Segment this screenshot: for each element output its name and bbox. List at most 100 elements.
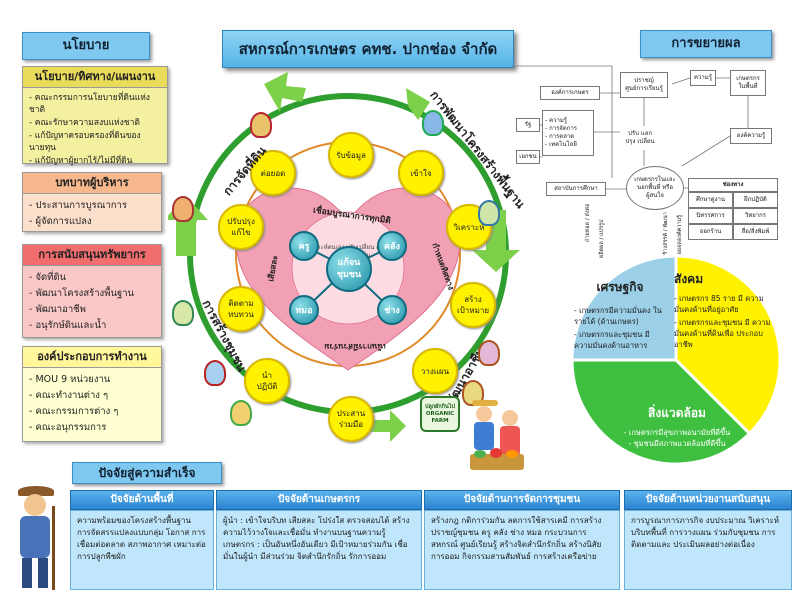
society-item: - เกษตรกร 85 ราย มี ความมั่นคงด้านที่อยู… — [674, 294, 764, 314]
expansion-center: เกษตรกรในและ นอกพื้นที่ หรือ ผู้สนใจ — [626, 166, 684, 210]
economy-title: เศรษฐกิจ — [596, 280, 644, 294]
spoke-teacher: ครู — [289, 231, 319, 261]
policy-direction-box: นโยบาย/ทิศทาง/แผนงาน - คณะกรรมการนโยบายท… — [22, 66, 168, 166]
step-monitor: ติดตาม ทบทวน — [218, 286, 264, 332]
list-item: - MOU 9 หน่วยงาน — [29, 374, 111, 385]
list-item: - คณะอนุกรรมการ — [29, 422, 107, 433]
channel-item: ออกร้าน — [688, 224, 733, 240]
cell-private: เอกชน — [516, 150, 540, 164]
policy-direction-title: นโยบาย/ทิศทาง/แผนงาน — [23, 67, 167, 88]
cell-gov: รัฐ — [516, 118, 540, 132]
work-components-list: - MOU 9 หน่วยงาน - คณะทำงานต่าง ๆ - คณะก… — [23, 368, 161, 439]
agency-emblem-icon — [478, 200, 500, 226]
factor-card-area: ปัจจัยด้านพื้นที่ ความพร้อมของโครงสร้างพ… — [70, 490, 214, 590]
heart-bottom-label: เน้นการมีส่วนร่วม — [324, 342, 386, 351]
ring-arrow-top-right-icon — [406, 88, 430, 120]
spoke-technician: ช่าง — [377, 295, 407, 325]
ring-arrow-top-left-icon — [264, 72, 306, 112]
society-segment: สังคม - เกษตรกร 85 ราย มี ความมั่นคงด้าน… — [674, 268, 780, 388]
cell-adjust: ปรับ แลก ปรุง เปลี่ยน — [625, 130, 655, 145]
policy-direction-list: - คณะกรรมการนโยบายที่ดินแห่งชาติ - คณะรั… — [23, 88, 167, 171]
step-understand: เข้าใจ — [398, 150, 444, 196]
environment-item: - เกษตรกรมีสุขภาพอนามัยที่ดีขึ้น — [623, 428, 731, 437]
society-title: สังคม — [674, 272, 704, 286]
cell-knowledge-list: - ความรู้ - การจัดการ - การตลาด - เทคโนโ… — [542, 110, 594, 156]
factor-body: ความพร้อมของโครงสร้างพื้นฐาน การจัดสรรแป… — [70, 510, 214, 590]
factor-body: สร้างกฎ กติการ่วมกัน ลดการใช้สารเคมี การ… — [424, 510, 620, 590]
cycle-center: แก้จน ชุมชน — [326, 246, 372, 292]
channel-item: วิทยากร — [733, 208, 778, 224]
economy-item: - เกษตรกรและชุมชน มีความมั่นคงด้านอาหาร — [574, 330, 650, 350]
step-set-goal: สร้าง เป้าหมาย — [450, 282, 496, 328]
cell-channel-header: ช่องทาง — [688, 178, 778, 192]
admin-role-box: บทบาทผู้บริหาร - ประสานการบูรณาการ - ผู้… — [22, 172, 162, 232]
list-item: - ผู้จัดการแปลง — [29, 216, 92, 227]
expansion-connectors — [512, 65, 749, 190]
list-item: - แก้ปัญหาผู้ยากไร้/ไม่มีที่ดิน — [29, 156, 133, 166]
economy-segment: เศรษฐกิจ - เกษตรกรมีความมั่นคง ในรายได้ … — [574, 276, 666, 386]
resource-support-list: - จัดที่ดิน - พัฒนาโครงสร้างพื้นฐาน - พั… — [23, 266, 161, 337]
agency-emblem-icon — [422, 110, 444, 136]
cell-institution: สถาบันการศึกษา — [546, 182, 606, 196]
pie-slices — [570, 254, 782, 466]
cell-sage: ปราชญ์ ศูนย์การเรียนรู้ — [620, 72, 668, 98]
work-components-title: องค์ประกอบการทำงาน — [23, 347, 161, 368]
pie-slice-economy — [570, 254, 678, 362]
results-pie — [570, 254, 782, 466]
step-implement: นำ ปฏิบัติ — [244, 358, 290, 404]
agency-emblem-icon — [204, 360, 226, 386]
factor-card-agency: ปัจจัยด้านหน่วยงานสนับสนุน การบูรณาการภา… — [624, 490, 792, 590]
factor-title: ปัจจัยด้านเกษตรกร — [216, 490, 422, 510]
list-item: - คณะกรรมการต่าง ๆ — [29, 406, 119, 417]
step-coordinate: ประสาน ร่วมมือ — [328, 396, 374, 442]
agency-emblem-icon — [250, 112, 272, 138]
success-title: ปัจจัยสู่ความสำเร็จ — [72, 462, 222, 484]
cell-org-farm: องค์การเกษตร — [540, 86, 600, 100]
environment-title: สิ่งแวดล้อม — [648, 406, 706, 420]
admin-role-list: - ประสานการบูรณาการ - ผู้จัดการแปลง — [23, 194, 161, 233]
ring-arrow-bottom-icon — [350, 410, 406, 442]
factor-body: ผู้นำ : เข้าใจบริบท เสียสละ โปร่งใส ตรวจ… — [216, 510, 422, 590]
expansion-diagram: องค์การเกษตร รัฐ เอกชน - ความรู้ - การจั… — [512, 62, 782, 262]
list-item: - คณะรักษาความสงบแห่งชาติ — [29, 118, 140, 128]
farmers-illustration-icon — [470, 400, 530, 480]
factor-card-community: ปัจจัยด้านการจัดการชุมชน สร้างกฎ กติการ่… — [424, 490, 620, 590]
agency-emblem-icon — [172, 196, 194, 222]
agency-emblem-icon — [172, 300, 194, 326]
spoke-bank: คลัง — [377, 231, 407, 261]
list-item: - พัฒนาอาชีพ — [29, 304, 86, 315]
list-item: - คณะกรรมการนโยบายที่ดินแห่งชาติ — [29, 93, 150, 115]
channel-item: ศึกษาดูงาน — [688, 192, 733, 208]
admin-role-title: บทบาทผู้บริหาร — [23, 173, 161, 194]
society-item: - เกษตรกรและชุมชน มี ความมั่นคงด้านที่ดิ… — [674, 318, 771, 349]
factor-title: ปัจจัยด้านพื้นที่ — [70, 490, 214, 510]
factor-title: ปัจจัยด้านการจัดการชุมชน — [424, 490, 620, 510]
factor-body: การบูรณาการภารกิจ งบประมาณ วิเคราะห์บริบ… — [624, 510, 792, 590]
list-item: - จัดที่ดิน — [29, 272, 67, 283]
ring-arrow-right-icon — [472, 210, 520, 272]
economy-item: - เกษตรกรมีความมั่นคง ในรายได้ (ด้านเกษต… — [574, 306, 662, 326]
agency-emblem-icon — [230, 400, 252, 426]
expansion-title: การขยายผล — [640, 30, 772, 58]
farmer-cartoon-icon — [8, 486, 66, 594]
list-item: - ประสานการบูรณาการ — [29, 200, 127, 211]
step-improve: ปรับปรุง แก้ไข — [218, 204, 264, 250]
pie-slice-society — [674, 254, 782, 436]
cell-farmer-area: เกษตรกร ในพื้นที่ — [730, 70, 766, 96]
cell-know: ความรู้ — [690, 70, 716, 86]
list-item: - พัฒนาโครงสร้างพื้นฐาน — [29, 288, 135, 299]
spoke-doctor: หมอ — [289, 295, 319, 325]
factor-card-farmer: ปัจจัยด้านเกษตรกร ผู้นำ : เข้าใจบริบท เส… — [216, 490, 422, 590]
environment-item: - ชุมชนมีสภาพแวดล้อมที่ดีขึ้น — [628, 439, 726, 448]
list-item: - คณะทำงานต่าง ๆ — [29, 390, 109, 401]
resource-support-title: การสนับสนุนทรัพยากร — [23, 245, 161, 266]
policy-title: นโยบาย — [22, 32, 150, 60]
factor-title: ปัจจัยด้านหน่วยงานสนับสนุน — [624, 490, 792, 510]
channel-item: นิทรรศการ — [688, 208, 733, 224]
environment-segment: สิ่งแวดล้อม - เกษตรกรมีสุขภาพอนามัยที่ดี… — [592, 404, 762, 454]
organic-farm-logo: ปลูกผักกินไป ORGANIC FARM — [420, 396, 460, 432]
step-extend: ต่อยอด — [250, 150, 296, 196]
channel-item: สื่อ/สิ่งพิมพ์ — [733, 224, 778, 240]
step-receive-info: รับข้อมูล — [328, 132, 374, 178]
agency-emblem-icon — [478, 340, 500, 366]
